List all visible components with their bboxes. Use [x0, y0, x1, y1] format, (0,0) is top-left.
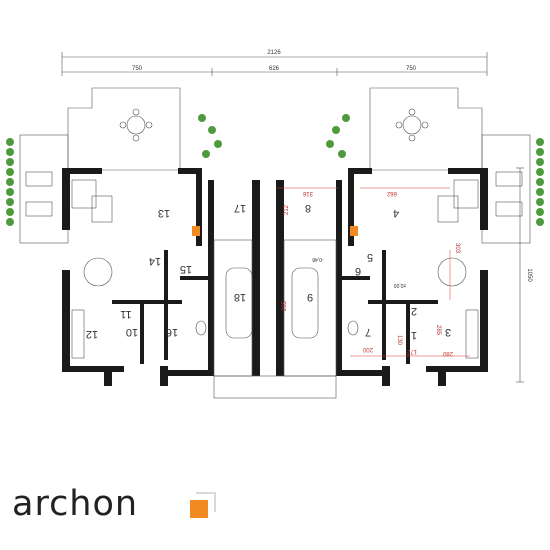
room-8-label: 8	[305, 202, 311, 214]
dim-130: 130	[396, 335, 402, 346]
walls-left-unit	[62, 168, 260, 386]
room-7-label: 7	[365, 326, 371, 338]
vegetation	[6, 114, 544, 226]
room-16-label: 16	[166, 326, 178, 338]
dim-172: 172	[406, 348, 417, 354]
room-4-label: 4	[393, 207, 399, 219]
room-11-label: 11	[120, 308, 131, 320]
dim-303: 303	[454, 243, 460, 254]
room-2-label: 2	[411, 305, 417, 317]
room-18-label: 18	[234, 291, 246, 303]
dim-left-wing: 750	[132, 66, 143, 72]
room-1-label: 1	[411, 329, 417, 341]
room-13-label: 13	[158, 207, 170, 219]
room-15-label: 15	[180, 263, 192, 275]
furniture	[71, 179, 479, 359]
dim-total-width: 2126	[267, 50, 281, 56]
dim-right-wing: 750	[406, 66, 417, 72]
terrace-left	[19, 87, 181, 244]
room-10-label: 10	[126, 326, 138, 338]
dim-depth: 1050	[526, 268, 532, 282]
dim-316: 316	[302, 190, 313, 196]
room-6-label: 6	[355, 265, 361, 277]
room-3-label: 3	[445, 326, 451, 338]
dim-200: 200	[362, 346, 373, 352]
dim-285-garage: 285	[282, 300, 288, 311]
dim-662: 662	[386, 190, 397, 196]
dim-212: 212	[284, 204, 290, 215]
room-12-label: 12	[86, 328, 98, 340]
room-17-label: 17	[234, 202, 246, 214]
room-14-label: 14	[149, 255, 161, 267]
dimension-lines	[61, 52, 524, 383]
floor-plan: 2126 750 626 750 1050	[6, 50, 544, 399]
level-garage: -0,48	[312, 256, 324, 262]
room-5-label: 5	[367, 251, 373, 263]
level-ground: ±0,00	[394, 282, 407, 288]
walls-right-unit	[276, 168, 488, 386]
dim-280: 280	[442, 350, 453, 356]
room-9-label: 9	[307, 291, 313, 303]
dim-285-right: 285	[435, 325, 441, 336]
garages	[213, 239, 337, 399]
dim-center: 626	[269, 66, 280, 72]
measurement-marks	[276, 187, 470, 357]
logo-text: archon	[12, 484, 139, 524]
archon-logo: archon	[12, 484, 222, 524]
logo-mark-icon	[190, 492, 216, 518]
